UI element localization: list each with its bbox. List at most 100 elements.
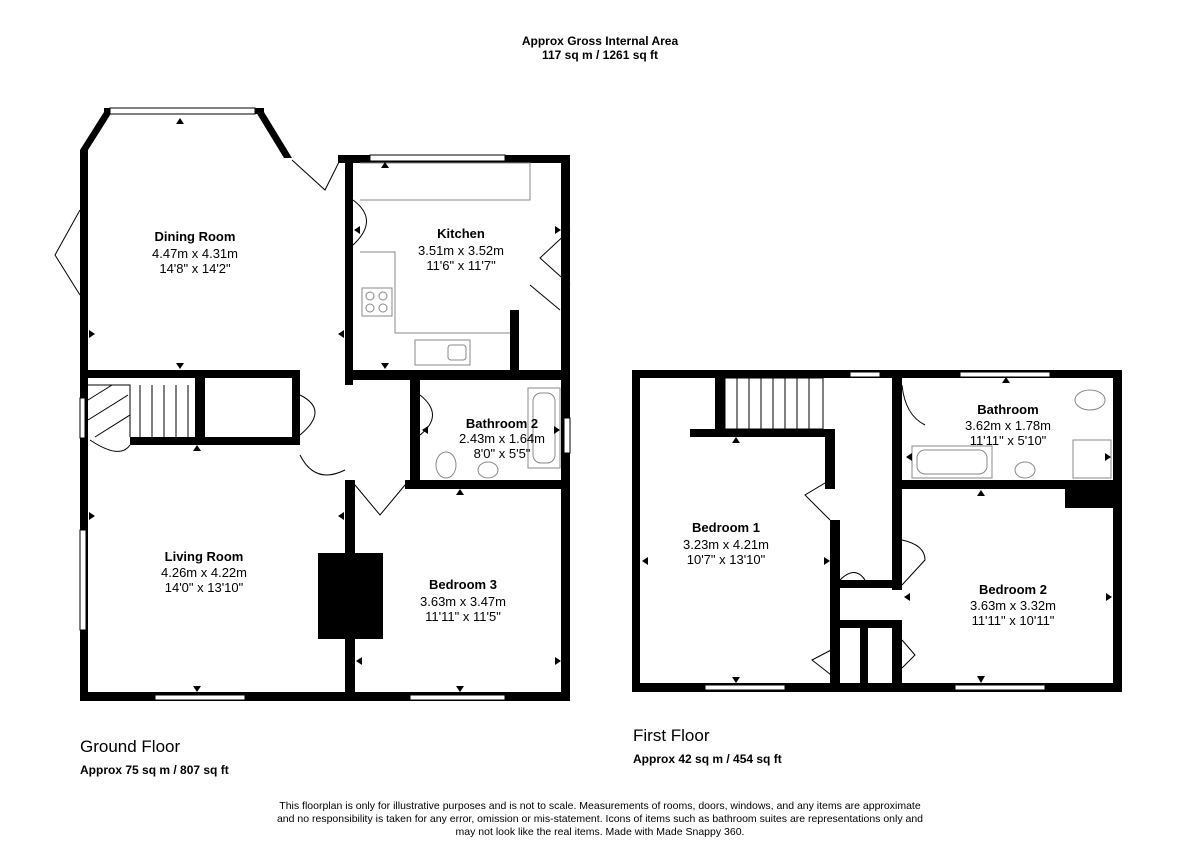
bathroom-door-swing [901, 384, 926, 426]
living-room-imperial: 14'0" x 13'10" [165, 580, 244, 595]
shower-icon [1072, 439, 1112, 479]
kitchen-name: Kitchen [437, 226, 485, 241]
disclaimer: This floorplan is only for illustrative … [200, 800, 1000, 839]
first-staircase [724, 377, 824, 430]
hob-icon [361, 287, 393, 317]
toilet-icon [435, 451, 457, 479]
kitchen-cupboard-wall [510, 310, 519, 380]
gross-area-label: Approx Gross Internal Area [521, 34, 679, 48]
living-room-name: Living Room [165, 549, 244, 564]
ground-floor-title: Ground Floor [80, 737, 181, 756]
bedroom3-name: Bedroom 3 [429, 577, 497, 592]
bathroom-south-wall [895, 480, 1122, 489]
basin-icon [477, 461, 499, 479]
toilet-icon-ff [1074, 389, 1106, 411]
chimney-breast [318, 553, 383, 639]
living-west-window [79, 529, 87, 631]
dining-room-metric: 4.47m x 4.31m [152, 246, 238, 261]
first-windows [704, 371, 1051, 691]
bathroom2-west-wall [410, 370, 420, 485]
ground-floor-area: Approx 75 sq m / 807 sq ft [80, 763, 229, 777]
cupboard-door-ff [839, 572, 866, 581]
landing-wall [690, 429, 835, 437]
dining-room-name: Dining Room [155, 229, 236, 244]
bedroom3-metric: 3.63m x 3.47m [420, 594, 506, 609]
bedroom3-imperial: 11'11" x 11'5" [425, 609, 501, 624]
bedroom1-metric: 3.23m x 4.21m [683, 537, 769, 552]
cupboard-east-wall [292, 370, 300, 445]
bathroom-fixtures [911, 389, 1112, 479]
bath-icon-ff [911, 445, 993, 479]
bedroom3-door-swing [354, 484, 406, 516]
disclaimer-line-1: This floorplan is only for illustrative … [279, 800, 921, 812]
bedroom1-name: Bedroom 1 [692, 520, 760, 535]
front-door-swing [291, 159, 341, 191]
bathroom-window [959, 371, 1051, 378]
bedroom2-window [954, 684, 1046, 691]
living-door-swing [299, 454, 346, 476]
bedroom2-metric: 3.63m x 3.32m [970, 598, 1056, 613]
ground-windows [79, 107, 571, 701]
living-south-window [154, 694, 246, 701]
first-room-labels: Bathroom 3.62m x 1.78m 11'11" x 5'10" Be… [683, 402, 1056, 628]
kitchen-imperial: 11'6" x 11'7" [426, 258, 496, 273]
bedroom2-imperial: 11'11" x 10'11" [972, 613, 1055, 628]
bathroom2-name: Bathroom 2 [466, 416, 538, 431]
kitchen-worktop-left [360, 251, 510, 334]
dining-bay-window [109, 107, 256, 115]
bathroom2-south-wall [405, 480, 570, 489]
sink-icon [414, 339, 471, 366]
bedroom2-west-wall-lower [892, 620, 902, 692]
dining-west-wall [80, 150, 88, 370]
kitchen-south-wall [345, 370, 570, 380]
bath-icon [527, 387, 561, 469]
bathroom2-door-swing [419, 394, 433, 436]
gross-area-header: Approx Gross Internal Area 117 sq m / 12… [0, 34, 1200, 62]
stair-north-wall [80, 370, 300, 378]
measurement-markers [89, 118, 1112, 692]
dining-french-door [54, 209, 81, 296]
ground-room-labels: Dining Room 4.47m x 4.31m 14'8" x 14'2" … [152, 226, 545, 624]
cupboard-divider [860, 620, 868, 692]
ground-staircase [87, 384, 189, 438]
cupboard-door-swing [299, 394, 316, 436]
bathroom2-imperial: 8'0" x 5'5" [474, 446, 531, 461]
bathroom-name: Bathroom [977, 402, 1038, 417]
bathroom-imperial: 11'11" x 5'10" [970, 433, 1047, 448]
gross-area-value: 117 sq m / 1261 sq ft [541, 48, 659, 62]
bedroom1-window [704, 684, 786, 691]
first-west-wall [632, 370, 640, 692]
cupboard-wall-ff [835, 580, 895, 588]
cupboard-door-ff3 [901, 639, 916, 669]
kitchen-back-door [539, 229, 571, 286]
kitchen-metric: 3.51m x 3.52m [418, 243, 504, 258]
stair-window [79, 397, 86, 439]
first-east-wall [1113, 370, 1122, 692]
stair-wall-ff [715, 370, 725, 430]
first-south-wall [632, 683, 1122, 692]
bedroom1-east-wall-top [825, 429, 835, 489]
bedroom3-window [409, 694, 506, 701]
bathroom-metric: 3.62m x 1.78m [965, 418, 1051, 433]
bedroom2-door-swing [901, 539, 926, 586]
stair-south-wall [130, 437, 300, 445]
first-floor-area: Approx 42 sq m / 454 sq ft [633, 752, 782, 766]
kitchen-cupboard-door [529, 284, 561, 311]
bathroom2-metric: 2.43m x 1.64m [459, 431, 545, 446]
stair-cupboard-door [89, 439, 131, 452]
cupboard-door-ff2 [811, 647, 836, 679]
bedroom2-name: Bedroom 2 [979, 582, 1047, 597]
first-doors [804, 384, 926, 679]
dining-bay-wall-right [256, 112, 292, 158]
kitchen-door-swing [352, 199, 367, 246]
disclaimer-line-2: and no responsibility is taken for any e… [276, 813, 924, 825]
kitchen-fixtures [360, 162, 531, 366]
dining-room-imperial: 14'8" x 14'2" [159, 261, 231, 276]
kitchen-west-wall [345, 155, 353, 385]
basin-icon-ff [1014, 461, 1036, 479]
landing-window [849, 371, 881, 378]
first-floor-title: First Floor [633, 726, 710, 745]
bedroom1-imperial: 10'7" x 13'10" [687, 552, 766, 567]
ground-doors [54, 159, 571, 516]
